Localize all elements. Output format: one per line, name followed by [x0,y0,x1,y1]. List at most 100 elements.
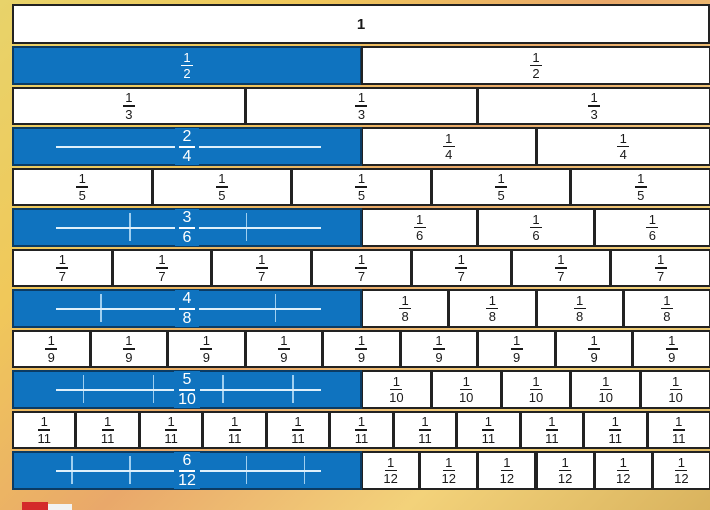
row-8ths: 1818181848 [12,289,710,328]
equivalent-half-block: 36 [12,208,362,247]
fraction-piece: 19 [12,330,91,369]
fraction-label: 112 [616,456,630,486]
denominator: 12 [178,473,196,489]
denominator: 12 [442,472,456,485]
denominator: 9 [591,351,598,364]
fraction-label: 19 [433,334,445,364]
fraction-label: 13 [355,91,367,121]
fraction-piece: 17 [112,249,213,288]
fraction-label: 17 [156,253,168,283]
fraction-piece: 111 [520,411,584,450]
numerator: 1 [358,334,365,347]
fraction-piece: 17 [610,249,710,288]
fraction-piece: 18 [623,289,710,328]
denominator: 8 [576,310,583,323]
numerator: 1 [203,334,210,347]
denominator: 8 [489,310,496,323]
equivalent-fraction-box: 24 [175,128,199,165]
denominator: 11 [609,432,623,445]
denominator: 8 [183,311,192,327]
fraction-label: 111 [545,415,559,445]
fraction-piece: 110 [361,370,432,409]
fraction-piece: 16 [477,208,594,247]
fraction-piece: 18 [361,289,449,328]
fraction-label: 15 [495,172,507,202]
fraction-label: 48 [179,291,195,327]
denominator: 4 [183,149,192,165]
numerator: 1 [358,253,365,266]
equivalent-fraction-box: 612 [174,452,200,489]
numerator: 1 [620,456,627,469]
numerator: 1 [489,294,496,307]
numerator: 1 [183,51,190,64]
fraction-label: 111 [37,415,51,445]
fraction-label: 112 [383,456,397,486]
fraction-piece: 19 [555,330,634,369]
fraction-piece: 110 [570,370,641,409]
numerator: 1 [416,213,423,226]
denominator: 7 [458,270,465,283]
denominator: 11 [482,432,496,445]
numerator: 1 [513,334,520,347]
denominator: 7 [59,270,66,283]
fraction-piece: 15 [12,168,153,207]
denominator: 7 [557,270,564,283]
denominator: 12 [558,472,572,485]
row-2ths: 1212 [12,46,710,85]
denominator: 5 [637,189,644,202]
equivalent-fraction: 24 [14,129,360,164]
fraction-label: 111 [418,415,432,445]
denominator: 9 [358,351,365,364]
denominator: 12 [500,472,514,485]
equivalent-half-block: 510 [12,370,362,409]
fraction-piece: 111 [393,411,457,450]
row-10ths: 110110110110110510 [12,370,710,409]
equivalent-fraction-box: 510 [174,371,200,408]
denominator: 9 [513,351,520,364]
numerator: 1 [79,172,86,185]
fraction-label: 19 [355,334,367,364]
fraction-piece: 17 [511,249,612,288]
numerator: 1 [358,91,365,104]
fraction-piece: 111 [139,411,203,450]
equivalent-fraction-box: 36 [175,209,199,246]
denominator: 9 [203,351,210,364]
numerator: 1 [591,91,598,104]
denominator: 11 [545,432,559,445]
fraction-piece: 112 [594,451,653,490]
fraction-label: 19 [123,334,135,364]
numerator: 1 [503,456,510,469]
fraction-piece: 111 [456,411,520,450]
fraction-label: 17 [355,253,367,283]
denominator: 9 [125,351,132,364]
numerator: 1 [445,456,452,469]
denominator: 9 [668,351,675,364]
fraction-label: 15 [76,172,88,202]
whole-bar: 1 [12,4,710,44]
denominator: 11 [672,432,686,445]
fraction-label: 12 [530,51,542,81]
denominator: 10 [668,391,682,404]
fraction-label: 19 [200,334,212,364]
denominator: 2 [183,67,190,80]
denominator: 5 [358,189,365,202]
fraction-label: 13 [123,91,135,121]
fraction-label: 111 [228,415,242,445]
denominator: 11 [228,432,242,445]
numerator: 1 [231,415,238,428]
